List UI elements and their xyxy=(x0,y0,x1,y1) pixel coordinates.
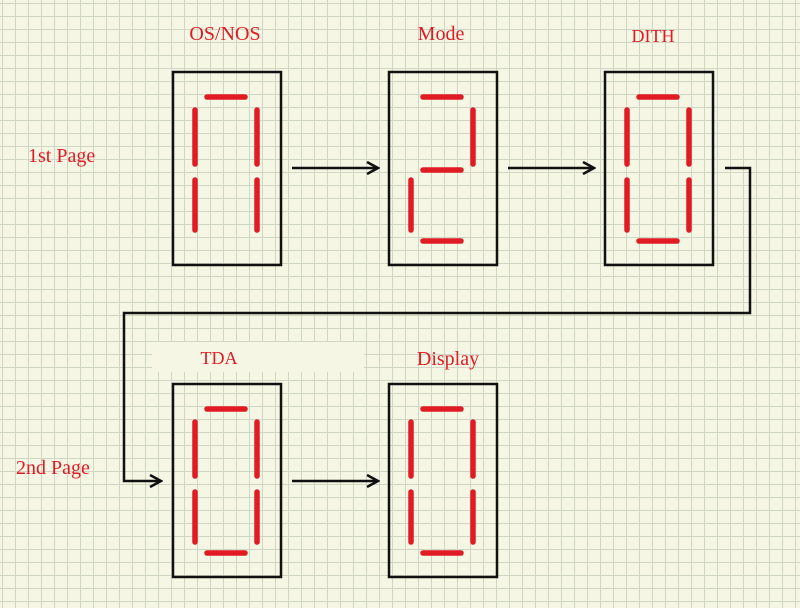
display-label-mode: Mode xyxy=(417,23,465,45)
seven-segment-digit-tda xyxy=(192,406,260,556)
row-label-2nd-page: 2nd Page xyxy=(16,457,90,479)
display-label-dith: DITH xyxy=(631,26,675,46)
seven-segment-digit-display xyxy=(408,406,476,556)
display-frame-os-nos xyxy=(171,70,283,267)
tda-label-backdrop xyxy=(152,342,364,372)
display-label-os-nos: OS/NOS xyxy=(189,23,261,45)
display-frame-display xyxy=(387,382,499,579)
seven-segment-digit-os-nos xyxy=(192,94,260,233)
display-frame-tda xyxy=(171,382,283,579)
seven-segment-digit-dith xyxy=(624,94,692,244)
seven-segment-digit-mode xyxy=(408,94,476,244)
display-label-tda: TDA xyxy=(200,348,238,368)
arrow-dith-to-tda xyxy=(122,166,752,481)
display-frame-mode xyxy=(387,70,499,267)
row-label-1st-page: 1st Page xyxy=(28,145,96,167)
display-label-display: Display xyxy=(416,348,480,370)
display-frame-dith xyxy=(603,70,715,267)
